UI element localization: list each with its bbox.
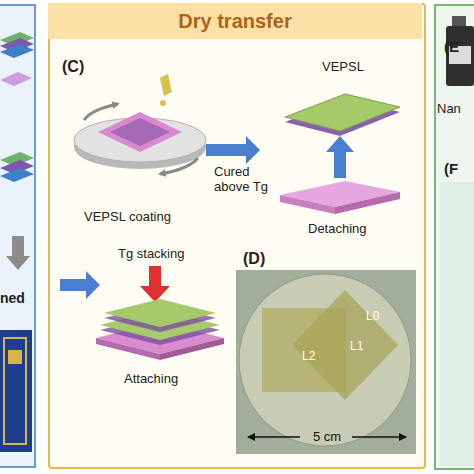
panel-label: (C) — [62, 58, 84, 76]
panel-header: Dry transfer — [48, 3, 422, 39]
panel: ned — [0, 4, 36, 468]
panel: Dry transferL0L1L2 5 cm — [48, 3, 426, 469]
step-label: Tg stacking — [118, 247, 184, 262]
node-text: (F — [444, 160, 458, 177]
node-text: Nan — [437, 102, 461, 117]
panel: (E Nan (F — [434, 4, 474, 470]
node-text: L1 — [350, 340, 363, 354]
node-text: ned — [0, 290, 25, 306]
node-text: 5 cm — [304, 430, 350, 445]
node-text: L2 — [302, 350, 315, 364]
layer-label: VEPSL — [322, 60, 364, 75]
photo-panel: L0L1L2 5 cm — [236, 270, 416, 454]
panel-label: (D) — [243, 250, 265, 268]
step-label: Cured above Tg — [214, 165, 278, 195]
step-label: VEPSL coating — [84, 210, 171, 225]
node-text: L0 — [366, 310, 379, 324]
step-label: Detaching — [308, 222, 367, 237]
node-text: (E — [444, 38, 459, 55]
step-label: Attaching — [124, 372, 178, 387]
